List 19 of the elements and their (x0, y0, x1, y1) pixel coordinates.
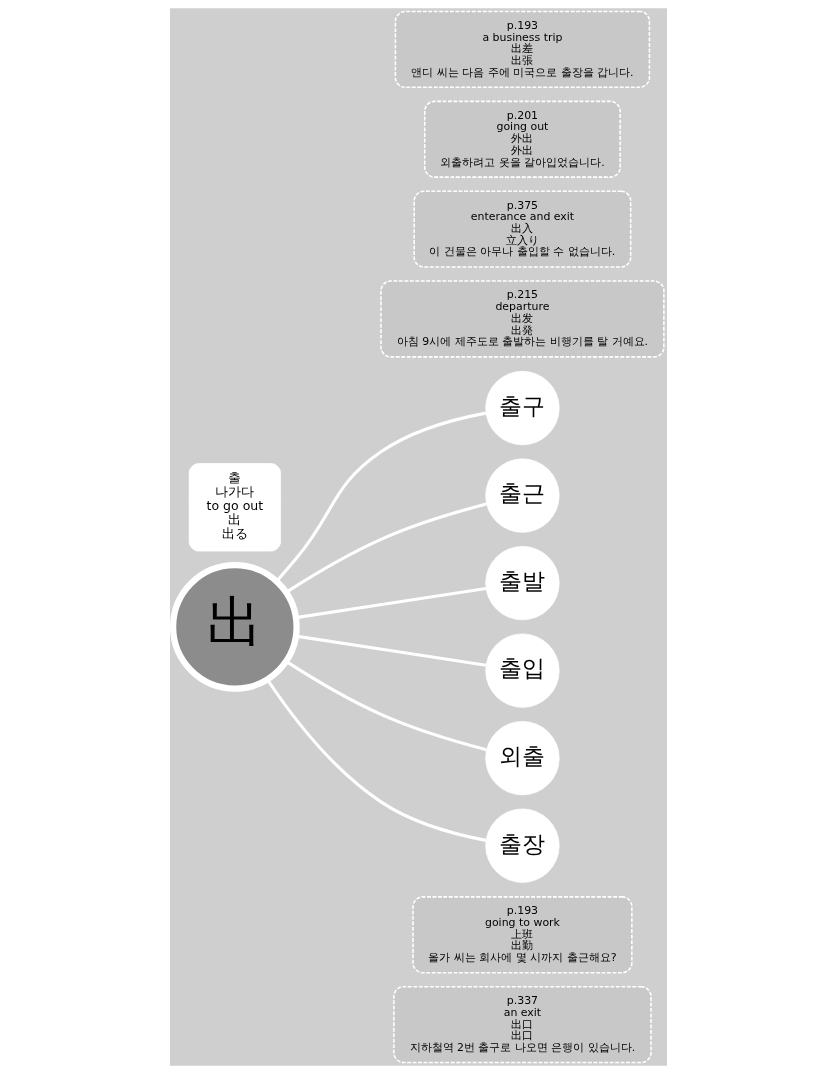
connector (285, 502, 487, 594)
node-circle: 출입 (485, 633, 560, 708)
node-circle: 출구 (485, 370, 560, 446)
connector (275, 411, 487, 583)
node-box: 출 나가다 to go out 出 出る (188, 463, 281, 552)
node-circle: 출장 (485, 808, 560, 883)
connector (295, 634, 487, 667)
node-circle: 출근 (485, 458, 560, 533)
node-box: p.193 a business trip 出差 出張 앤디 씨는 다음 주에 미국으로 출장을 갑니다. (394, 10, 651, 89)
node-circle: 出 (170, 562, 300, 692)
node-box: p.201 going out 外出 外出 외출하려고 옷을 갈아입었습니다. (423, 100, 621, 178)
node-box: p.215 departure 出发 出発 아침 9시에 제주도로 출발하는 비행기를 탈 거예요. (380, 280, 665, 358)
connector (285, 660, 487, 752)
node-box: p.337 an exit 出口 出口 지하철역 2번 출구로 나오면 은행이 있습니다. (393, 985, 652, 1064)
node-box: p.193 going to work 上班 出勤 올가 씨는 회사에 몇 시까지 출근해요? (412, 896, 633, 974)
node-circle: 외출 (485, 721, 560, 796)
node-box: p.375 enterance and exit 出入 立入り 이 건물은 아무나 출입할 수 없습니다. (413, 190, 632, 268)
connector (266, 678, 487, 842)
node-circle: 출발 (485, 546, 560, 621)
